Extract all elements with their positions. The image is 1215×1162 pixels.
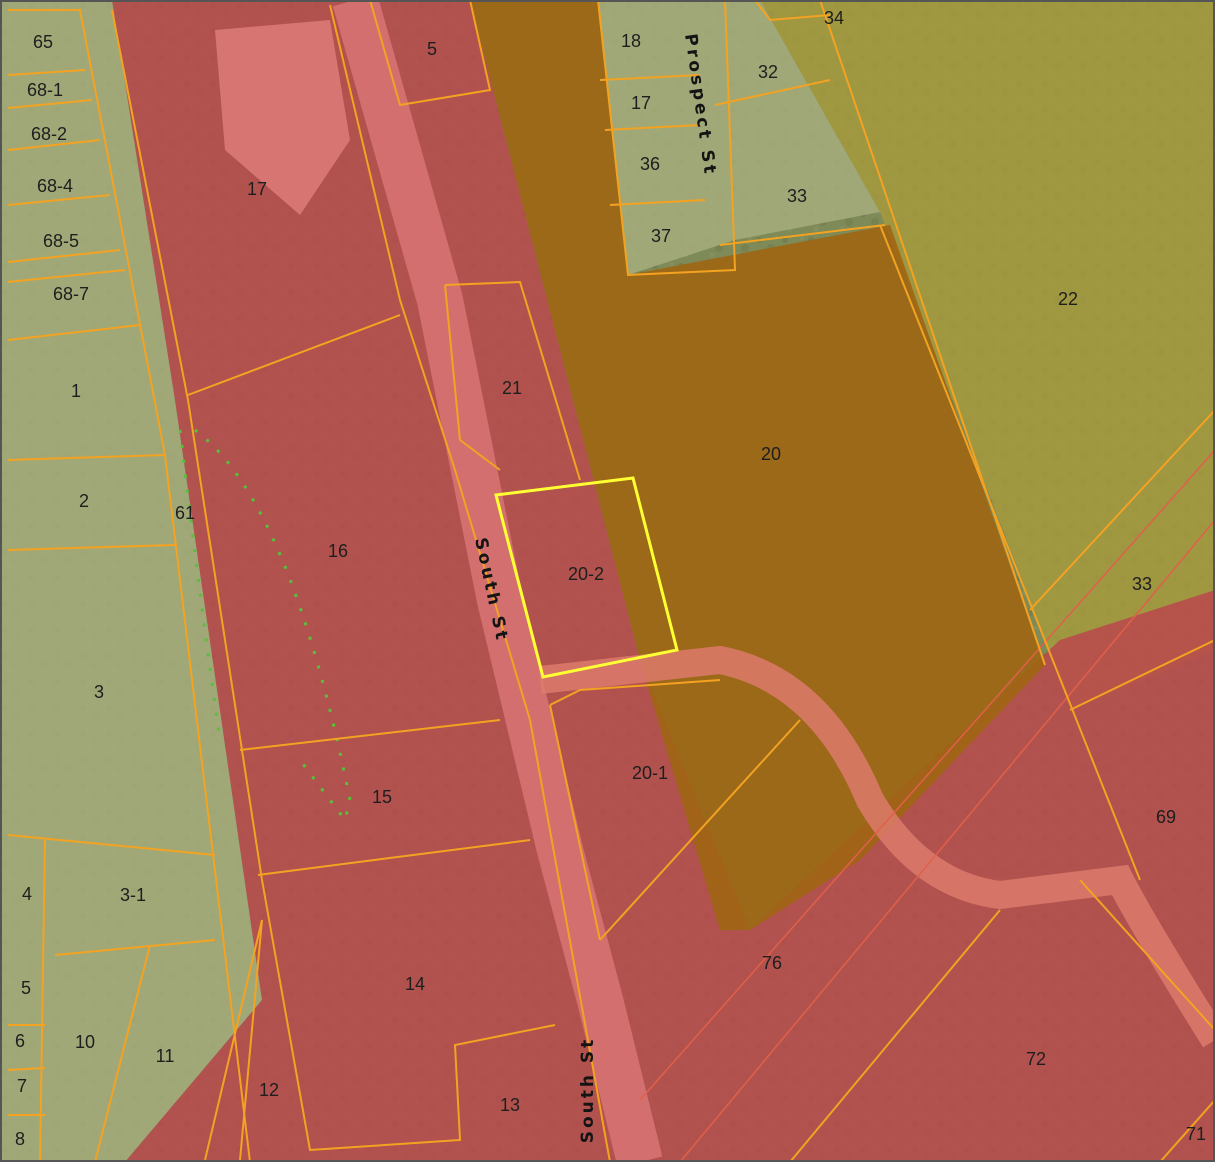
parcel-label[interactable]: 5 [21,978,31,998]
parcel-label[interactable]: 10 [75,1032,95,1052]
parcel-boundary [329,4,611,1162]
parcel-label[interactable]: 20 [761,444,781,464]
parcel-label[interactable]: 1 [71,381,81,401]
parcel-boundary [789,909,1001,1162]
easement-line [639,449,1215,1101]
parcel-label[interactable]: 68-5 [43,231,79,251]
zone-green-prospect [598,0,880,275]
parcel-boundary [604,124,701,131]
parcel-boundary [7,454,166,461]
parcel-label[interactable]: 32 [758,62,778,82]
parcel-label[interactable]: 17 [247,179,267,199]
parcel-label[interactable]: 34 [824,8,844,28]
zone-green-west [0,0,262,1162]
parcel-boundary [597,0,737,277]
easement-line [679,519,1215,1162]
parcel-boundary [94,944,151,1162]
parcel-label[interactable]: 6 [15,1031,25,1051]
parcel-label[interactable]: 5 [427,39,437,59]
parcel-boundary [1069,639,1215,711]
parcel-boundary [257,839,531,876]
zone-brown-20 [470,0,1045,930]
parcel-boundary [719,224,886,246]
parcel-label[interactable]: 37 [651,226,671,246]
parcel-label[interactable]: 3-1 [120,885,146,905]
parcel-label[interactable]: 2 [79,491,89,511]
parcel-label[interactable]: 68-7 [53,284,89,304]
parcel-label[interactable]: 68-2 [31,124,67,144]
parcel-labels: 65 68-1 68-2 68-4 68-5 68-7 1 2 3 4 3-1 … [15,8,1206,1149]
parcel-boundary [8,9,251,1162]
parcel-boundary [1159,1099,1215,1162]
parcel-boundary [879,224,1141,881]
parcel-boundary [7,249,121,263]
parcel-boundary [714,79,831,106]
street-label-south-st-lower[interactable]: South St [578,1037,598,1144]
parcel-boundary [444,280,581,481]
parcel-label[interactable]: 4 [22,884,32,904]
parcel-boundary [754,0,831,22]
parcel-label[interactable]: 11 [156,1046,175,1066]
parcel-boundary [444,284,501,471]
parcel-boundary [7,69,86,76]
parcel-label[interactable]: 12 [259,1080,279,1100]
parcel-label[interactable]: 72 [1026,1049,1046,1069]
parcel-boundary [7,139,101,151]
parcel-boundary [239,719,501,751]
parcel-boundary [111,9,556,1152]
parcel-boundary [7,544,176,551]
parcel-boundary [39,839,46,1162]
parcel-boundary [7,1067,46,1071]
parcel-label[interactable]: 13 [500,1095,520,1115]
parcel-boundary [549,704,601,941]
parcel-boundary [1029,409,1215,611]
parcel-boundary [187,314,401,396]
parcel-lines [7,0,1215,1162]
parcel-boundary [7,269,126,283]
parcel-boundary [599,74,701,81]
parcel-label[interactable]: 21 [502,378,522,398]
parcel-label[interactable]: 20-1 [632,763,668,783]
cul-de-sac-road [538,645,1215,1048]
selected-parcel-outline[interactable] [494,476,679,679]
parcel-label[interactable]: 22 [1058,289,1078,309]
parcel-boundary [549,679,721,706]
parcel-label[interactable]: 15 [372,787,392,807]
parcel-boundary [7,834,216,856]
parcel-label[interactable]: 61 [175,503,195,523]
parcel-label[interactable]: 17 [631,93,651,113]
selected-parcel-label[interactable]: 20-2 [568,564,604,584]
parcel-label[interactable]: 76 [762,953,782,973]
parcel-label[interactable]: 68-4 [37,176,73,196]
easement-lines [639,449,1215,1162]
parcel-label[interactable]: 7 [17,1076,27,1096]
parcel-boundary [7,324,141,341]
parcel-boundary [819,0,1046,666]
parcel-boundary [599,719,801,941]
parcel-label[interactable]: 68-1 [27,80,63,100]
parcel-boundary [204,919,263,1161]
parcel-boundary [7,194,111,206]
parcel-boundary [609,199,706,206]
parcel-label[interactable]: 69 [1156,807,1176,827]
parcel-label[interactable]: 18 [621,31,641,51]
parcel-label[interactable]: 65 [33,32,53,52]
parcel-label[interactable]: 71 [1186,1124,1206,1144]
parcel-label[interactable]: 36 [640,154,660,174]
parcel-boundary [7,99,93,109]
parcel-label[interactable]: 3 [94,682,104,702]
parcel-label[interactable]: 16 [328,541,348,561]
parcel-label[interactable]: 33 [787,186,807,206]
parcel-boundary [54,939,216,956]
parcel-boundary [239,919,263,1161]
parcel-label[interactable]: 33 [1132,574,1152,594]
building-17-highlight [215,20,350,215]
parcel-boundary [369,0,492,107]
parcel-label[interactable]: 8 [15,1129,25,1149]
parcel-label[interactable]: 14 [405,974,425,994]
parcel-boundary [1079,879,1215,1031]
